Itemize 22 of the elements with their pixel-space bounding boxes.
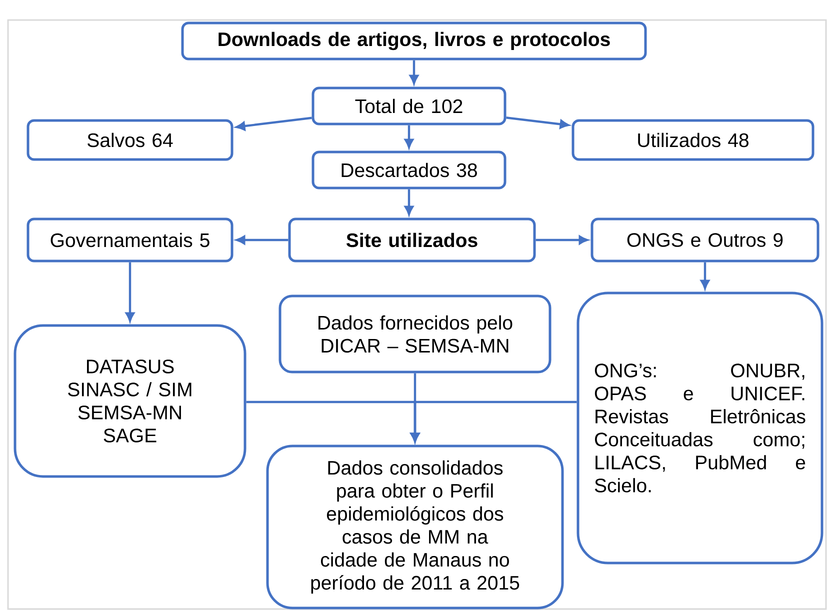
arrow [404, 189, 414, 216]
process-box: Descartados 38 [312, 150, 506, 190]
process-box: Site utilizados [288, 218, 536, 262]
arrow [536, 236, 588, 244]
process-box: Governamentais 5 [26, 218, 234, 262]
process-box: ONG’s: ONUBR, OPAS e UNICEF. Revistas Eletrônicas Conceituadas como; LILACS, PubMed e Scielo. [576, 292, 824, 564]
arrow [126, 262, 134, 322]
arrow [700, 262, 710, 290]
arrow [410, 60, 418, 84]
arrow [404, 125, 414, 148]
process-box: Dados consolidados para obter o Perfil epidemiológicos dos casos de MM na cidade de Manaus no período de 2011 a 2015 [266, 444, 564, 610]
arrow [506, 116, 570, 129]
arrow [236, 116, 312, 131]
arrow [236, 236, 288, 244]
process-box: Total de 102 [312, 86, 506, 126]
process-box: DATASUS SINASC / SIM SEMSA-MN SAGE [14, 324, 246, 478]
process-box: Downloads de artigos, livros e protocolos [181, 22, 647, 60]
arrow [410, 400, 577, 442]
process-box: Salvos 64 [26, 119, 234, 161]
process-box: Dados fornecidos pelo DICAR – SEMSA-MN [278, 294, 552, 374]
process-box: ONGS e Outros 9 [590, 218, 820, 262]
process-box: Utilizados 48 [572, 119, 814, 161]
